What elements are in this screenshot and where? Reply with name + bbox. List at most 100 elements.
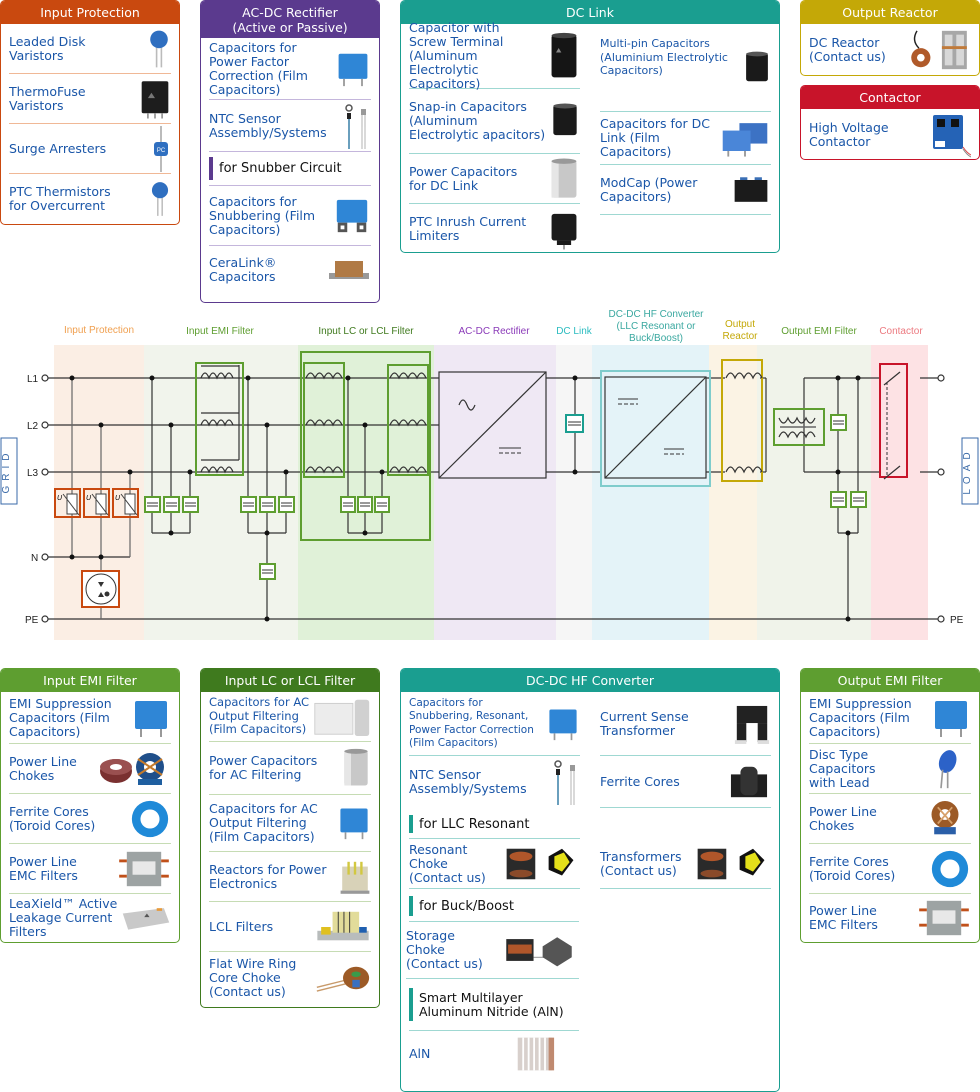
- item-label-flat-wire-ring-choke[interactable]: Flat Wire Ring Core Choke (Contact us): [209, 956, 297, 999]
- item-label-surge-arresters[interactable]: Surge Arresters: [9, 140, 107, 156]
- item-label-thermofuse-varistors[interactable]: ThermoFuse Varistors: [9, 83, 86, 113]
- varistor-u-label-2: U: [86, 495, 92, 502]
- item-label-reactors[interactable]: Reactors for Power Electronics: [209, 861, 327, 891]
- list-item[interactable]: High Voltage Contactor: [809, 109, 971, 160]
- item-label-power-capacitors-dc-link[interactable]: Power Capacitors for DC Link: [409, 163, 518, 193]
- dc-link-capacitor-symbol: [565, 375, 584, 475]
- list-item[interactable]: EMI Suppression Capacitors (Film Capacit…: [9, 692, 171, 744]
- list-item[interactable]: LCL Filters: [209, 902, 371, 952]
- item-label-power-line-chokes[interactable]: Power Line Chokes: [809, 803, 877, 833]
- current-sense-transformer-icon: [733, 701, 771, 747]
- item-label-ac-output-filtering-2[interactable]: Capacitors for AC Output Filtering (Film…: [209, 801, 318, 844]
- spacer: [600, 808, 771, 839]
- disk-varistor-icon: [147, 27, 171, 71]
- list-item[interactable]: Capacitors for DC Link (Film Capacitors): [600, 112, 771, 165]
- card-output-reactor: Output Reactor DC Reactor (Contact us): [800, 0, 980, 76]
- dc-link-right-column: Multi-pin Capacitors (Aluminium Electrol…: [600, 24, 771, 252]
- item-label-ac-output-filtering-1[interactable]: Capacitors for AC Output Filtering (Film…: [209, 695, 310, 737]
- leaxield-filter-icon: [121, 903, 171, 933]
- item-label-power-capacitors-ac[interactable]: Power Capacitors for AC Filtering: [209, 753, 318, 782]
- list-item[interactable]: Power Capacitors for AC Filtering: [209, 742, 371, 795]
- emc-filter-icon: [917, 897, 971, 939]
- list-item[interactable]: Ferrite Cores (Toroid Cores): [809, 844, 971, 894]
- item-label-resonant-choke[interactable]: Resonant Choke (Contact us): [409, 841, 486, 885]
- section-heading-snubber: for Snubber Circuit: [209, 152, 371, 186]
- list-item[interactable]: Disc Type Capacitors with Lead: [809, 744, 971, 794]
- list-item[interactable]: Snap-in Capacitors (Aluminum Electrolyti…: [409, 89, 580, 154]
- film-capacitor-icon: [546, 702, 580, 746]
- item-label-pfc-capacitors[interactable]: Capacitors for Power Factor Correction (…: [209, 39, 308, 97]
- item-label-ntc-sensor[interactable]: NTC Sensor Assembly/Systems: [409, 767, 527, 796]
- item-label-aln[interactable]: AlN: [409, 1046, 431, 1061]
- item-label-emi-suppression[interactable]: EMI Suppression Capacitors (Film Capacit…: [809, 695, 912, 739]
- item-label-ptc-thermistors[interactable]: PTC Thermistors for Overcurrent: [9, 184, 111, 213]
- list-item[interactable]: Multi-pin Capacitors (Aluminium Electrol…: [600, 24, 771, 112]
- list-item[interactable]: ModCap (Power Capacitors): [600, 165, 771, 215]
- list-item[interactable]: PTC Inrush Current Limiters: [409, 204, 580, 253]
- item-label-snubbering-resonant-pfc[interactable]: Capacitors for Snubbering, Resonant, Pow…: [409, 696, 534, 750]
- resonant-choke-icon: [502, 843, 580, 885]
- section-label: Smart Multilayer Aluminum Nitride (AlN): [419, 989, 564, 1019]
- item-label-power-line-chokes[interactable]: Power Line Chokes: [9, 753, 77, 783]
- item-label-leaded-disk-varistors[interactable]: Leaded Disk Varistors: [9, 33, 86, 63]
- list-item[interactable]: Power Capacitors for DC Link: [409, 154, 580, 204]
- list-item[interactable]: PTC Thermistors for Overcurrent: [9, 174, 171, 224]
- item-label-snap-in[interactable]: Snap-in Capacitors (Aluminum Electrolyti…: [409, 99, 546, 142]
- item-label-emc-filters[interactable]: Power Line EMC Filters: [9, 853, 78, 883]
- list-item[interactable]: LeaXield™ Active Leakage Current Filters: [9, 894, 171, 942]
- item-label-dc-link-film[interactable]: Capacitors for DC Link (Film Capacitors): [600, 116, 711, 159]
- list-item[interactable]: Capacitors for AC Output Filtering (Film…: [209, 692, 371, 742]
- item-label-current-sense-transformer[interactable]: Current Sense Transformer: [600, 708, 689, 738]
- list-item[interactable]: Leaded Disk Varistors: [9, 24, 171, 74]
- list-item[interactable]: Power Line EMC Filters: [809, 894, 971, 942]
- card-title: DC Link: [401, 1, 779, 24]
- item-label-disc-type-capacitors[interactable]: Disc Type Capacitors with Lead: [809, 746, 876, 790]
- list-item[interactable]: Storage Choke (Contact us): [406, 922, 579, 979]
- item-label-dc-reactor[interactable]: DC Reactor (Contact us): [809, 35, 886, 64]
- power-line-choke-icon: [95, 749, 171, 789]
- list-item[interactable]: Power Line Chokes: [9, 744, 171, 794]
- item-label-hv-contactor[interactable]: High Voltage Contactor: [809, 120, 889, 149]
- list-item[interactable]: Capacitor with Screw Terminal (Aluminum …: [409, 20, 580, 91]
- list-item[interactable]: Power Line EMC Filters: [9, 844, 171, 894]
- list-item[interactable]: EMI Suppression Capacitors (Film Capacit…: [809, 692, 971, 744]
- list-item[interactable]: Capacitors for Snubbering, Resonant, Pow…: [409, 692, 580, 756]
- list-item[interactable]: Power Line Chokes: [809, 794, 971, 844]
- card-output-emi-filter: Output EMI Filter EMI Suppression Capaci…: [800, 668, 980, 943]
- list-item[interactable]: Transformers (Contact us): [600, 839, 771, 889]
- list-item[interactable]: CeraLink® Capacitors: [209, 246, 371, 294]
- item-label-leaxield[interactable]: LeaXield™ Active Leakage Current Filters: [9, 896, 118, 939]
- item-label-emi-suppression[interactable]: EMI Suppression Capacitors (Film Capacit…: [9, 695, 112, 739]
- item-label-modcap[interactable]: ModCap (Power Capacitors): [600, 174, 698, 204]
- list-item[interactable]: NTC Sensor Assembly/Systems: [209, 100, 371, 152]
- list-item[interactable]: DC Reactor (Contact us): [809, 24, 971, 76]
- list-item[interactable]: Reactors for Power Electronics: [209, 852, 371, 902]
- item-label-ferrite-cores[interactable]: Ferrite Cores: [600, 773, 680, 789]
- item-label-transformers[interactable]: Transformers (Contact us): [600, 848, 682, 878]
- list-item[interactable]: AlN: [409, 1031, 579, 1077]
- item-label-ceralink[interactable]: CeraLink® Capacitors: [209, 255, 277, 284]
- item-label-lcl-filters[interactable]: LCL Filters: [209, 918, 274, 934]
- list-item[interactable]: Capacitors for Snubbering (Film Capacito…: [209, 186, 371, 246]
- list-item[interactable]: Surge Arresters: [9, 124, 171, 174]
- list-item[interactable]: NTC Sensor Assembly/Systems: [409, 756, 580, 808]
- list-item[interactable]: Resonant Choke (Contact us): [409, 839, 580, 889]
- item-label-ptc-inrush[interactable]: PTC Inrush Current Limiters: [409, 214, 527, 243]
- item-label-ferrite-cores[interactable]: Ferrite Cores (Toroid Cores): [809, 853, 896, 883]
- item-label-multi-pin[interactable]: Multi-pin Capacitors (Aluminium Electrol…: [600, 37, 728, 78]
- item-label-ntc-sensor[interactable]: NTC Sensor Assembly/Systems: [209, 110, 327, 140]
- section-heading-buck-boost: for Buck/Boost: [409, 891, 579, 922]
- item-label-emc-filters[interactable]: Power Line EMC Filters: [809, 903, 878, 932]
- item-label-screw-terminal[interactable]: Capacitor with Screw Terminal (Aluminum …: [409, 20, 504, 91]
- list-item[interactable]: Flat Wire Ring Core Choke (Contact us): [209, 952, 371, 1004]
- list-item[interactable]: Current Sense Transformer: [600, 692, 771, 756]
- list-item[interactable]: Ferrite Cores: [600, 756, 771, 808]
- list-item[interactable]: Ferrite Cores (Toroid Cores): [9, 794, 171, 844]
- list-item[interactable]: Capacitors for Power Factor Correction (…: [209, 38, 371, 100]
- item-label-storage-choke[interactable]: Storage Choke (Contact us): [406, 928, 483, 971]
- list-item[interactable]: ThermoFuse Varistors: [9, 74, 171, 124]
- item-label-snubber-capacitors[interactable]: Capacitors for Snubbering (Film Capacito…: [209, 193, 316, 237]
- item-label-ferrite-cores[interactable]: Ferrite Cores (Toroid Cores): [9, 803, 96, 833]
- list-item[interactable]: Capacitors for AC Output Filtering (Film…: [209, 795, 371, 852]
- stage-label-input-protection: Input Protection: [64, 325, 134, 336]
